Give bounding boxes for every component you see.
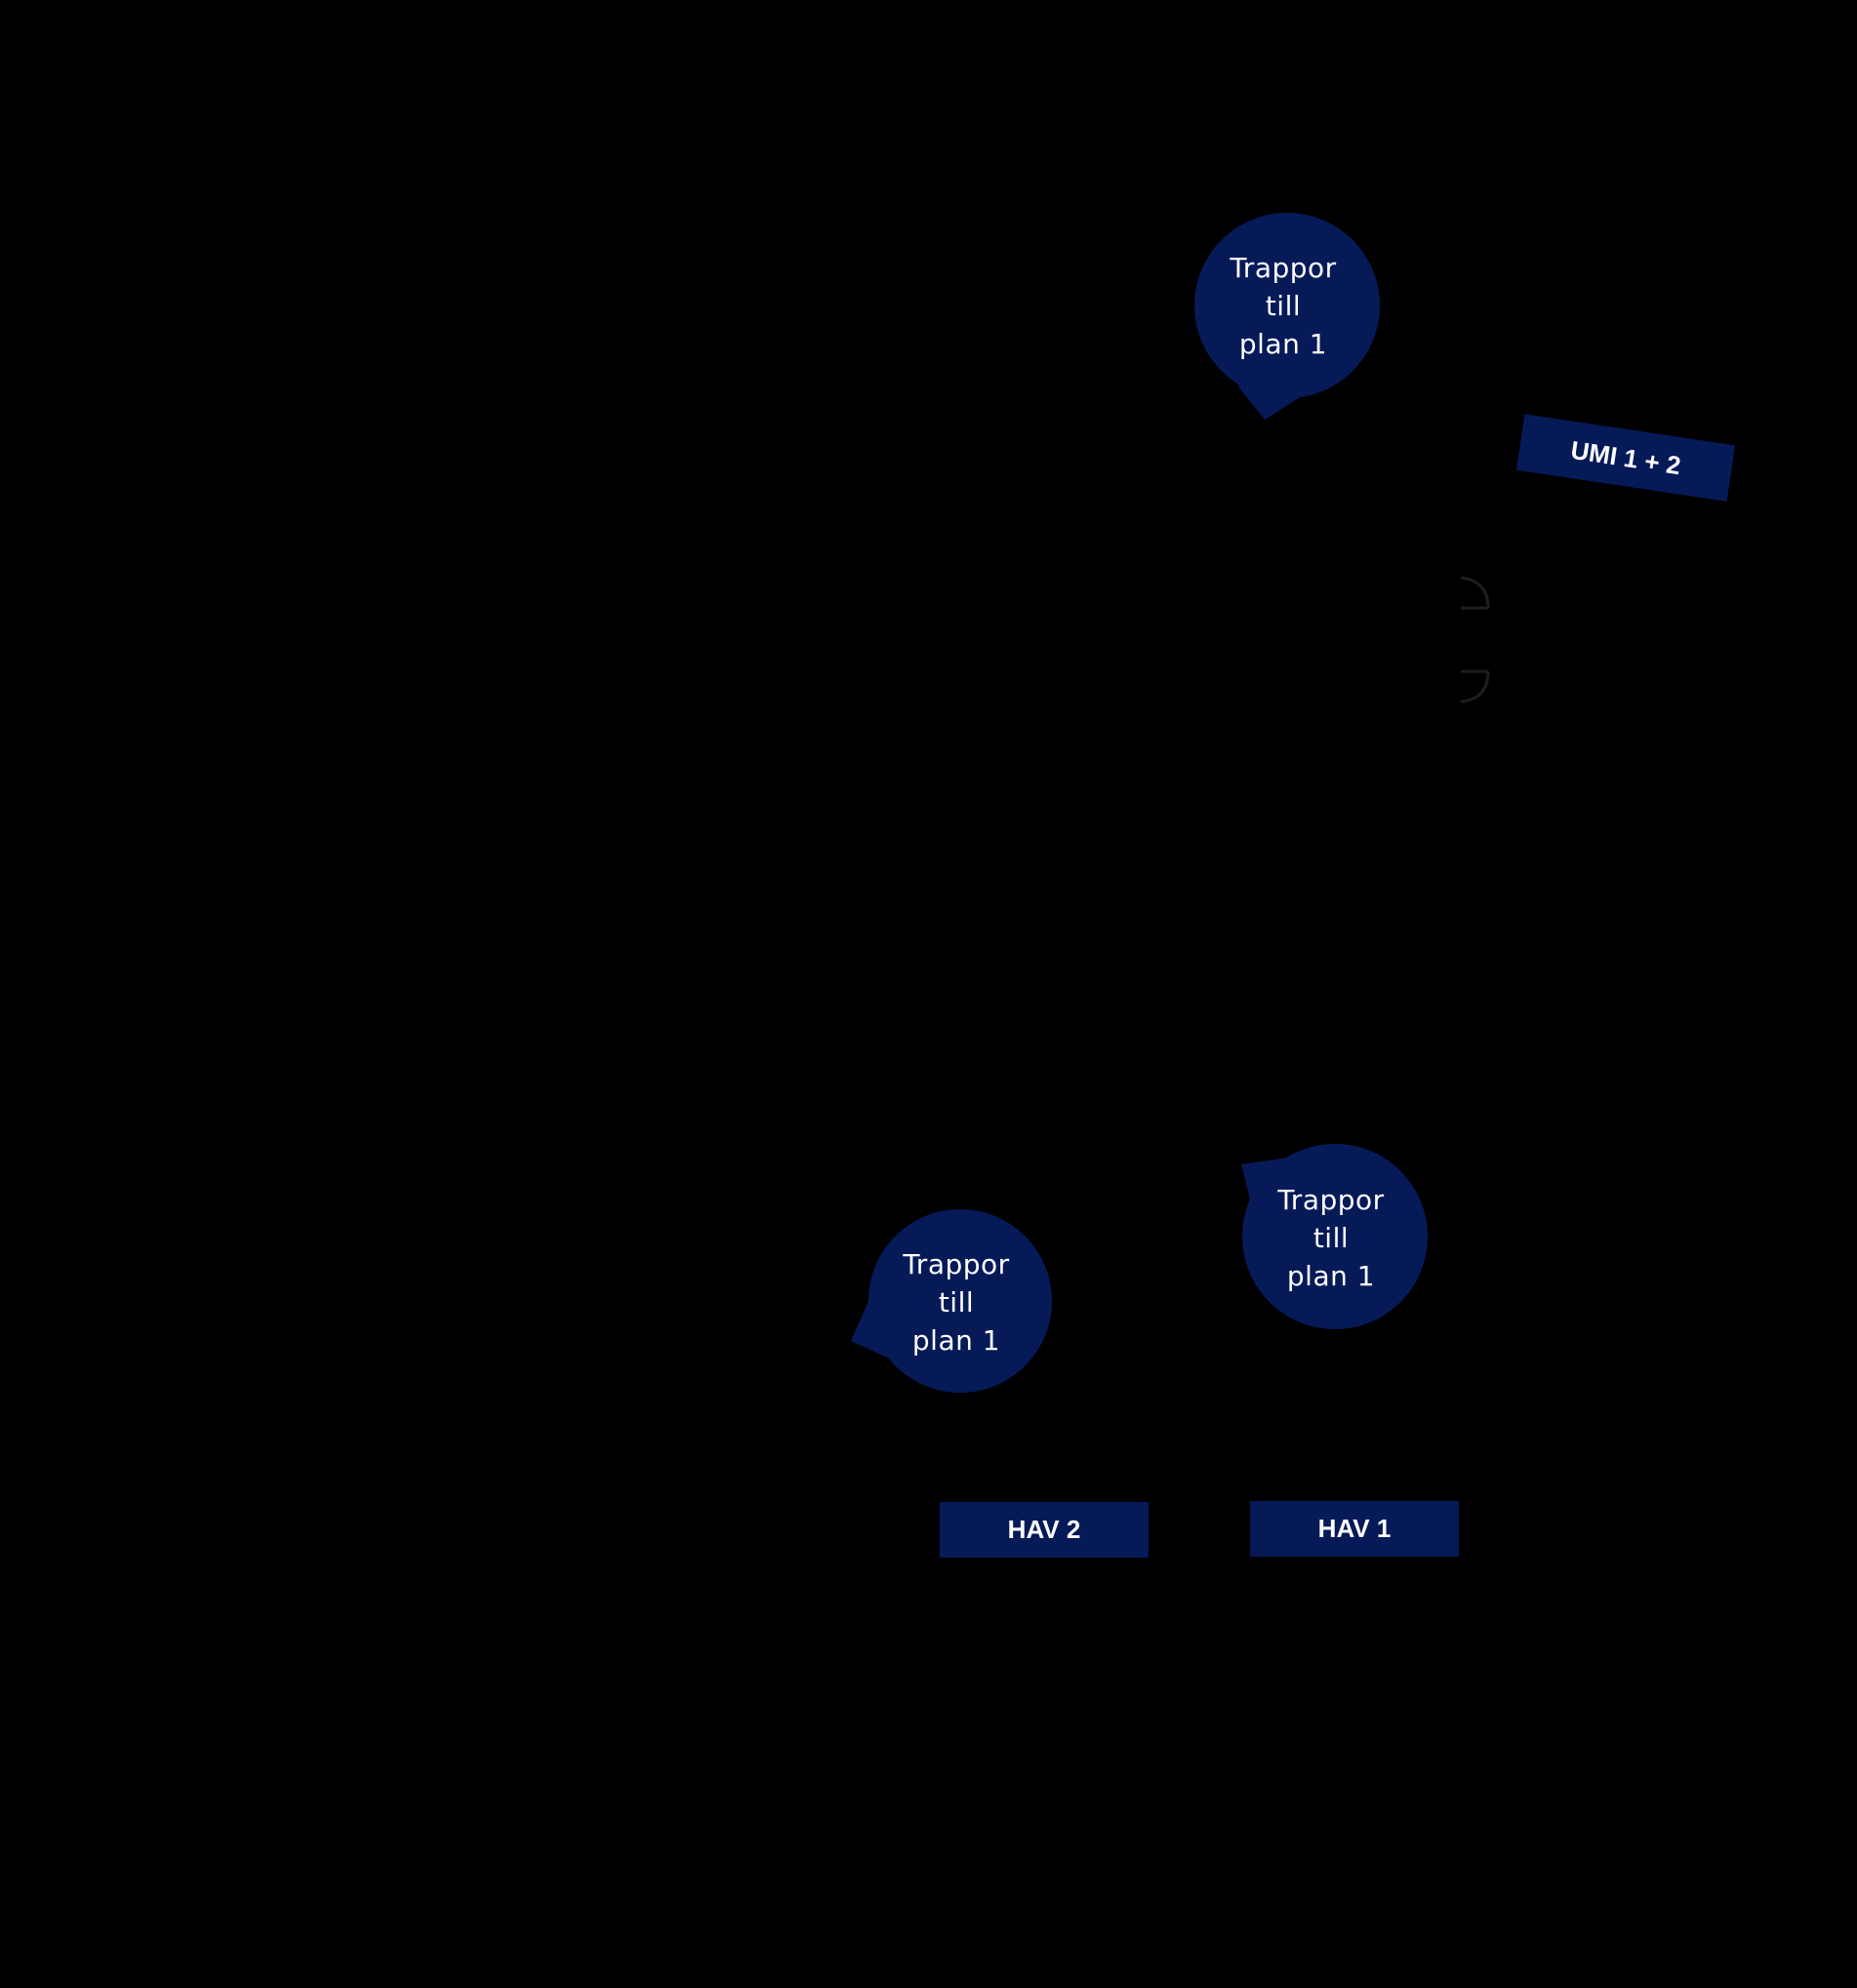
- marker-right-label: Trappor till plan 1: [1238, 1181, 1424, 1295]
- area-label-hav1: HAV 1: [1317, 1514, 1392, 1543]
- marker-top-line-2: till: [1265, 290, 1302, 322]
- area-plate-hav1: [1250, 1501, 1459, 1557]
- marker-top-label: Trappor till plan 1: [1191, 249, 1376, 363]
- marker-left[interactable]: [851, 1209, 1052, 1393]
- marker-top-line-3: plan 1: [1238, 328, 1328, 360]
- marker-left-line-3: plan 1: [911, 1324, 1001, 1357]
- marker-left-line-1: Trappor: [903, 1248, 1010, 1280]
- marker-top-bubble: [1194, 213, 1380, 398]
- marker-top-line-1: Trappor: [1230, 252, 1337, 284]
- marker-left-line-2: till: [938, 1286, 975, 1319]
- area-label-hav2: HAV 2: [1007, 1515, 1081, 1544]
- marker-right-bubble: [1242, 1144, 1428, 1329]
- marker-top[interactable]: [1194, 213, 1380, 420]
- area-plate-umi: [1515, 414, 1736, 502]
- area-plate-hav2: [940, 1502, 1149, 1558]
- marker-right-line-3: plan 1: [1286, 1260, 1376, 1292]
- marker-left-label: Trappor till plan 1: [864, 1245, 1049, 1359]
- door-arc-lower: [1460, 670, 1490, 704]
- marker-right[interactable]: [1241, 1144, 1428, 1329]
- marker-left-bubble: [868, 1209, 1052, 1393]
- marker-right-line-2: till: [1312, 1222, 1350, 1254]
- marker-right-line-1: Trappor: [1277, 1184, 1385, 1216]
- door-arc-upper: [1460, 576, 1490, 609]
